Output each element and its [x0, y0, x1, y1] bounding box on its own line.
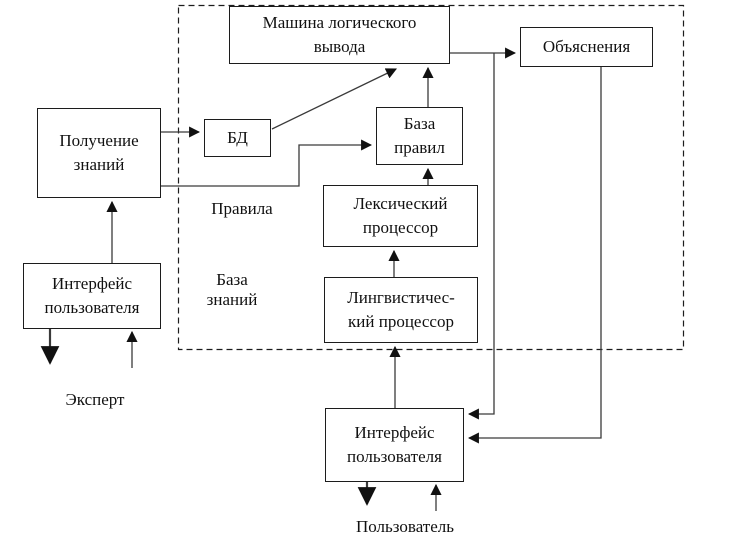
box-db-label: БД [227, 128, 248, 147]
box-lexical-processor-label-line2: процессор [362, 218, 439, 237]
box-explanations: Объяснения [520, 27, 653, 67]
label-rules: Правила [211, 199, 273, 218]
box-knowledge-acquisition-label-line1: Получение [59, 131, 139, 150]
label-knowledge-base-line2: знаний [206, 290, 258, 309]
box-lexical-processor-label-line1: Лексический [353, 194, 448, 213]
box-user-interface-label-line1: Интерфейс [354, 423, 435, 442]
arrow-db-to-inference-engine [271, 68, 397, 130]
box-linguistic-processor-label-line2: кий процессор [348, 312, 454, 331]
arrow-explanations-to-user-interface [467, 66, 602, 444]
box-explanations-label: Объяснения [542, 37, 631, 56]
box-rule-base-label-line2: правил [394, 138, 445, 157]
label-knowledge-base-line1: База [216, 270, 248, 289]
box-db: БД [204, 119, 271, 157]
label-user: Пользователь [355, 517, 455, 536]
box-linguistic-processor: Лингвистичес- кий процессор [324, 277, 478, 343]
label-knowledge-base: База знаний [198, 270, 266, 310]
box-expert-interface: Интерфейс пользователя [23, 263, 161, 329]
knowledge-base-dashed-frame [177, 4, 685, 351]
box-knowledge-acquisition: Получение знаний [37, 108, 161, 198]
box-inference-engine: Машина логического вывода [229, 6, 450, 64]
box-inference-engine-label-line1: Машина логического [262, 13, 417, 32]
box-expert-interface-label-line1: Интерфейс [51, 274, 133, 293]
label-expert: Эксперт [65, 390, 125, 409]
box-rule-base: База правил [376, 107, 463, 165]
box-user-interface-label-line2: пользователя [347, 447, 442, 466]
box-lexical-processor: Лексический процессор [323, 185, 478, 247]
arrow-knowledge-acquisition-to-rule-base [161, 139, 373, 187]
box-user-interface: Интерфейс пользователя [325, 408, 464, 482]
box-rule-base-label-line1: База [403, 114, 436, 133]
box-expert-interface-label-line2: пользователя [44, 298, 140, 317]
box-linguistic-processor-label-line1: Лингвистичес- [347, 288, 455, 307]
box-knowledge-acquisition-label-line2: знаний [73, 155, 125, 174]
arrow-inference-engine-to-user-interface [467, 53, 495, 420]
box-inference-engine-label-line2: вывода [313, 37, 366, 56]
